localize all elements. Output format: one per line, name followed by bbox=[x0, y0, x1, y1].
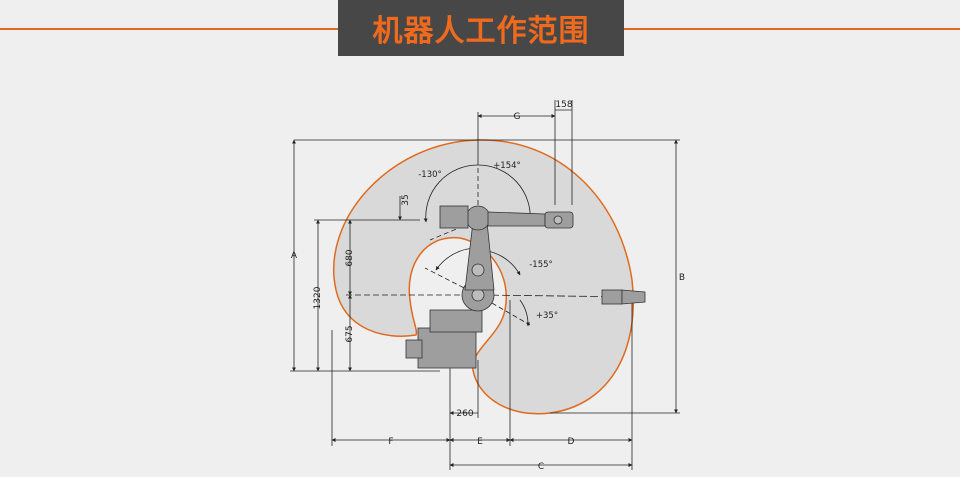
work-envelope bbox=[333, 139, 634, 415]
label-F: F bbox=[388, 437, 393, 447]
label-680: 680 bbox=[345, 249, 355, 266]
label-G: G bbox=[514, 112, 521, 122]
label-B: B bbox=[679, 273, 685, 283]
title-line-left bbox=[0, 28, 338, 30]
label-A: A bbox=[291, 251, 298, 261]
title-line-right bbox=[624, 28, 960, 30]
label-C: C bbox=[538, 462, 544, 472]
angle-plus154: +154° bbox=[493, 161, 521, 171]
label-35: 35 bbox=[401, 194, 411, 205]
label-E: E bbox=[477, 437, 483, 447]
angle-minus155: -155° bbox=[529, 260, 553, 270]
label-1320: 1320 bbox=[313, 286, 323, 309]
angle-plus35: +35° bbox=[536, 311, 558, 321]
label-260: 260 bbox=[456, 409, 473, 419]
label-D: D bbox=[568, 437, 575, 447]
angle-minus130: -130° bbox=[418, 170, 442, 180]
robot-arm bbox=[405, 205, 646, 369]
page-title: 机器人工作范围 bbox=[338, 0, 624, 56]
label-675: 675 bbox=[345, 325, 355, 342]
label-158: 158 bbox=[555, 100, 572, 110]
